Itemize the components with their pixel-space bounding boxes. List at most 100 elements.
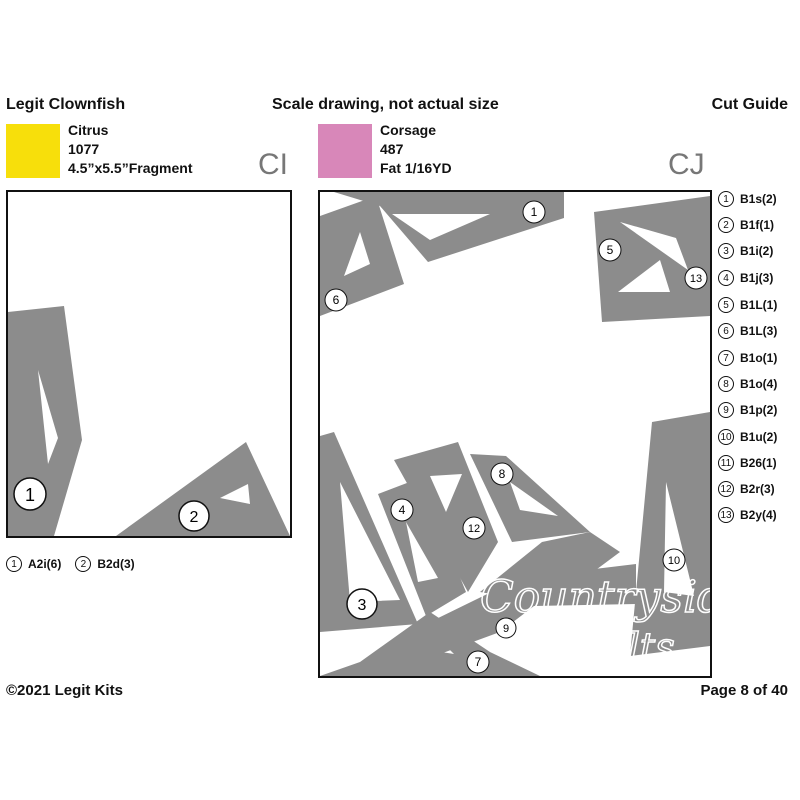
- scale-note: Scale drawing, not actual size: [272, 96, 499, 113]
- legend-label: B1L(3): [740, 324, 778, 338]
- legend-number: 10: [718, 429, 734, 445]
- legend-label: B1o(4): [740, 377, 778, 391]
- cj-piece-label-5: 5: [598, 238, 622, 262]
- cj-piece-label-10: 10: [662, 548, 686, 572]
- fabric-number: 1077: [68, 141, 100, 157]
- cut-guide-title: Cut Guide: [711, 96, 788, 113]
- svg-text:13: 13: [690, 273, 702, 285]
- cj-cut-frame: 1 5 13 6 8 4 12 3 10 9 7 Countryside Qui…: [318, 190, 752, 678]
- fabric-code-ci: CI: [258, 148, 288, 181]
- legend-item: 9 B1p(2): [718, 400, 777, 420]
- legend-label: B2r(3): [740, 482, 775, 496]
- legend-item: 7 B1o(1): [718, 348, 777, 368]
- legend-number: 5: [718, 297, 734, 313]
- cj-piece-5: [594, 196, 710, 322]
- legend-item: 13 B2y(4): [718, 505, 777, 525]
- svg-text:8: 8: [499, 467, 506, 481]
- legend-item: 6 B1L(3): [718, 321, 777, 341]
- legend-label: B2y(4): [740, 508, 777, 522]
- ci-legend: 1 A2i(6) 2 B2d(3): [6, 556, 135, 572]
- legend-label: B1j(3): [740, 271, 774, 285]
- svg-text:3: 3: [358, 597, 367, 614]
- svg-text:Quilts: Quilts: [560, 625, 675, 669]
- svg-text:12: 12: [468, 523, 480, 535]
- svg-text:2: 2: [190, 509, 199, 526]
- legend-item: 1 B1s(2): [718, 189, 777, 209]
- legend-item: 8 B1o(4): [718, 374, 777, 394]
- fabric-name: Citrus: [68, 122, 109, 138]
- fabric-swatch-citrus: [6, 124, 60, 178]
- ci-piece-2: [116, 442, 290, 536]
- fabric-info-corsage: Corsage 487 Fat 1/16YD: [380, 121, 452, 178]
- legend-item: 3 B1i(2): [718, 241, 773, 261]
- cj-piece-4b: [394, 442, 498, 592]
- legend-number: 7: [718, 350, 734, 366]
- legend-label: B26(1): [740, 456, 777, 470]
- fabric-code-cj: CJ: [668, 148, 705, 181]
- svg-text:9: 9: [503, 623, 509, 635]
- ci-piece-label-1: 1: [13, 477, 47, 511]
- svg-text:6: 6: [333, 293, 340, 307]
- legend-item: 5 B1L(1): [718, 295, 777, 315]
- ci-cut-frame: 1 2: [6, 190, 292, 538]
- cj-pieces-drawing: 1 5 13 6 8 4 12 3 10 9 7 Countryside Qui…: [320, 192, 752, 676]
- fabric-number: 487: [380, 141, 404, 157]
- legend-label: B1i(2): [740, 244, 774, 258]
- svg-text:1: 1: [25, 485, 35, 505]
- cj-piece-10: [630, 412, 710, 656]
- legend-item: 2 B1f(1): [718, 215, 774, 235]
- legend-label: B1o(1): [740, 351, 778, 365]
- svg-text:10: 10: [668, 555, 680, 567]
- legend-label: B1L(1): [740, 298, 778, 312]
- ci-pieces-drawing: 1 2: [8, 306, 290, 536]
- ci-piece-label-2: 2: [178, 500, 210, 532]
- cj-piece-label-13: 13: [684, 266, 708, 290]
- legend-label: B1p(2): [740, 403, 778, 417]
- legend-number: 1: [718, 191, 734, 207]
- legend-label: B1u(2): [740, 430, 778, 444]
- legend-label: B1s(2): [740, 192, 777, 206]
- fabric-size: Fat 1/16YD: [380, 160, 452, 176]
- fabric-info-citrus: Citrus 1077 4.5”x5.5”Fragment: [68, 121, 193, 178]
- legend-number: 6: [718, 323, 734, 339]
- cj-piece-label-12: 12: [462, 516, 486, 540]
- legend-number: 12: [718, 481, 734, 497]
- cj-piece-label-9: 9: [495, 617, 517, 639]
- cj-piece-label-4: 4: [390, 498, 414, 522]
- legend-number: 11: [718, 455, 734, 471]
- legend-item: 4 B1j(3): [718, 268, 773, 288]
- legend-number: 2: [718, 217, 734, 233]
- svg-text:4: 4: [399, 503, 406, 517]
- copyright: ©2021 Legit Kits: [6, 682, 123, 699]
- cj-piece-label-1: 1: [522, 200, 546, 224]
- fabric-name: Corsage: [380, 122, 437, 138]
- fabric-swatch-corsage: [318, 124, 372, 178]
- legend-label: A2i(6): [28, 557, 62, 571]
- page-number: Page 8 of 40: [700, 682, 788, 699]
- svg-text:1: 1: [531, 205, 538, 219]
- cj-piece-12: [480, 532, 620, 604]
- legend-number: 8: [718, 376, 734, 392]
- legend-item: 12 B2r(3): [718, 479, 775, 499]
- svg-text:Countryside: Countryside: [480, 572, 710, 623]
- cj-piece-3: [320, 432, 418, 632]
- legend-label: B1f(1): [740, 218, 775, 232]
- legend-number: 2: [75, 556, 92, 572]
- fabric-size: 4.5”x5.5”Fragment: [68, 160, 193, 176]
- kit-name: Legit Clownfish: [6, 96, 126, 113]
- svg-text:5: 5: [607, 243, 614, 257]
- cj-piece-label-3: 3: [346, 588, 378, 620]
- svg-text:7: 7: [475, 655, 482, 669]
- legend-number: 9: [718, 402, 734, 418]
- cj-piece-1: [334, 192, 564, 262]
- legend-item: 11 B26(1): [718, 453, 777, 473]
- cj-piece-label-8: 8: [490, 462, 514, 486]
- watermark: Countryside Quilts: [479, 571, 752, 670]
- legend-item: 10 B1u(2): [718, 427, 777, 447]
- cj-piece-label-6: 6: [324, 288, 348, 312]
- legend-number: 3: [718, 243, 734, 259]
- cj-piece-label-7: 7: [466, 650, 490, 674]
- legend-number: 1: [6, 556, 22, 572]
- legend-number: 4: [718, 270, 734, 286]
- legend-number: 13: [718, 507, 734, 523]
